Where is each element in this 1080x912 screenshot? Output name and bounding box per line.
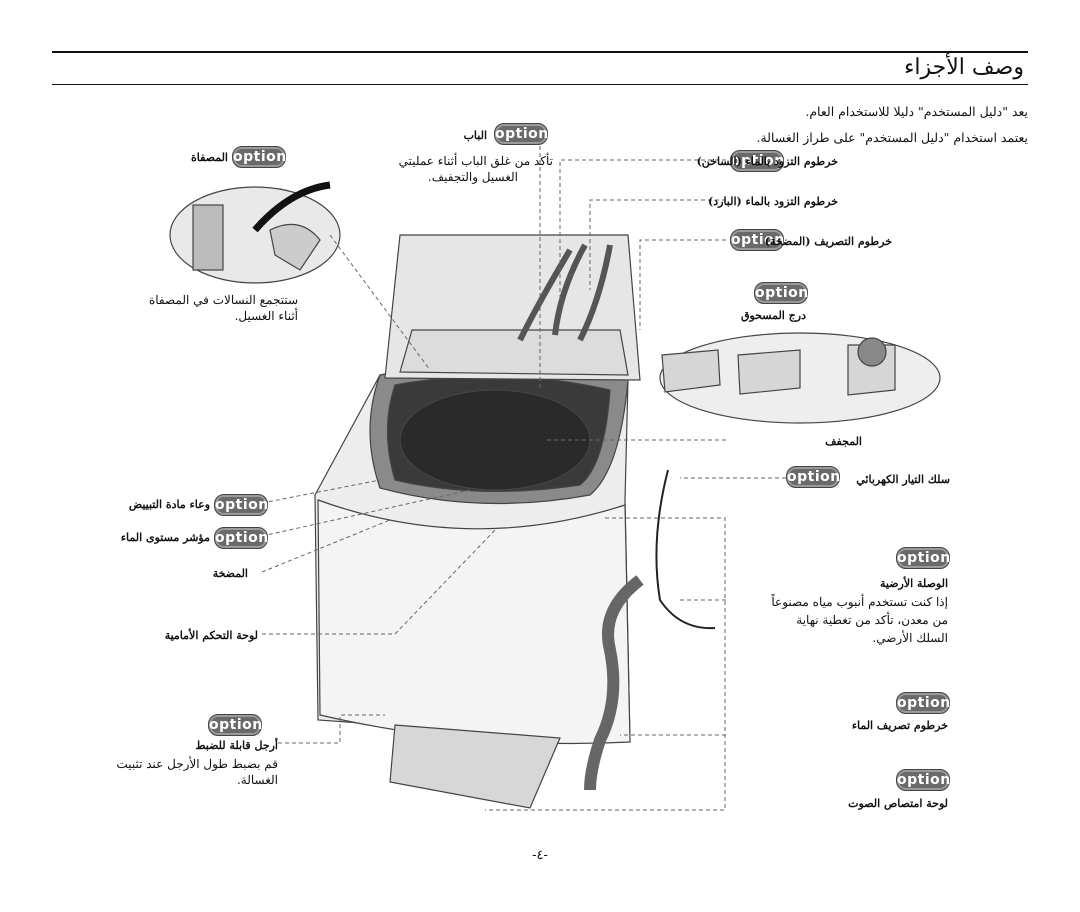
- option-badge: option: [754, 282, 808, 304]
- door-note-2: الغسيل والتجفيف.: [427, 170, 518, 184]
- door-label: الباب: [463, 129, 487, 142]
- water-level-label: مؤشر مستوى الماء: [120, 531, 210, 544]
- page-number: -٤-: [532, 848, 548, 863]
- detergent-drawer-label: درج المسحوق: [740, 309, 806, 322]
- option-badge: option: [896, 547, 950, 569]
- bleach-label: وعاء مادة التبييض: [128, 498, 210, 511]
- cold-hose-label: خرطوم التزود بالماء (البارد): [708, 195, 838, 208]
- leader-lines: [261, 132, 786, 811]
- ground-note-1: إذا كنت تستخدم أنبوب مياه مصنوعاً: [771, 595, 948, 609]
- drain-hose-label: خرطوم تصريف الماء: [851, 719, 948, 732]
- filter-inset: [169, 181, 341, 284]
- lint-filter-note-2: أثناء الغسيل.: [234, 309, 298, 323]
- washer-lid: [384, 234, 641, 381]
- door-note-1: تأكد من غلق الباب أثناء عمليتي: [398, 154, 553, 168]
- front-panel-label: لوحة التحكم الأمامية: [164, 629, 258, 642]
- ground-wire-label: الوصلة الأرضية: [880, 577, 948, 590]
- lint-filter-note-1: ستتجمع النسالات في المصفاة: [148, 293, 298, 307]
- legs-note-1: قم بضبط طول الأرجل عند تثبيت: [116, 757, 278, 771]
- option-badge: option: [730, 150, 784, 172]
- option-badge: option: [494, 123, 548, 145]
- power-cord-shape: [655, 469, 716, 630]
- option-badge: option: [214, 494, 268, 516]
- page-title: وصف الأجزاء: [904, 55, 1024, 80]
- pump-label: المضخة: [212, 567, 248, 580]
- option-badge: option: [896, 692, 950, 714]
- drain-hose-shape: [584, 575, 644, 791]
- header-rule-top: [52, 51, 1028, 53]
- option-badge: option: [896, 769, 950, 791]
- washer-body: [314, 363, 631, 745]
- option-badge: option: [214, 527, 268, 549]
- detergent-drawer-inset: [659, 332, 941, 424]
- ground-note-2: من معدن، تأكد من تغطية نهاية: [796, 613, 948, 627]
- inlet-hoses: [517, 243, 613, 342]
- hot-hose-label: خرطوم التزود بالماء (الساخن): [696, 155, 838, 168]
- power-cord-label: سلك التيار الكهربائي: [856, 473, 950, 486]
- intro-line-2: يعتمد استخدام "دليل المستخدم" على طراز ا…: [756, 130, 1028, 145]
- option-badge: option: [232, 146, 286, 168]
- noise-pad: [389, 724, 561, 809]
- ground-note-3: السلك الأرضي.: [872, 631, 948, 645]
- dryer-label: المجفف: [825, 435, 862, 448]
- option-badge: option: [208, 714, 262, 736]
- legs-label: أرجل قابلة للضبط: [195, 739, 278, 752]
- drain-pump-hose-label: خرطوم التصريف (المضخة): [764, 235, 892, 248]
- noise-pad-label: لوحة امتصاص الصوت: [848, 797, 948, 810]
- legs-note-2: الغسالة.: [236, 773, 278, 787]
- header-rule-bottom: [52, 84, 1028, 85]
- lint-filter-label: المصفاة: [191, 151, 228, 164]
- intro-line-1: يعد "دليل المستخدم" دليلا للاستخدام العا…: [805, 104, 1028, 119]
- option-badge: option: [786, 466, 840, 488]
- option-badge: option: [730, 229, 784, 251]
